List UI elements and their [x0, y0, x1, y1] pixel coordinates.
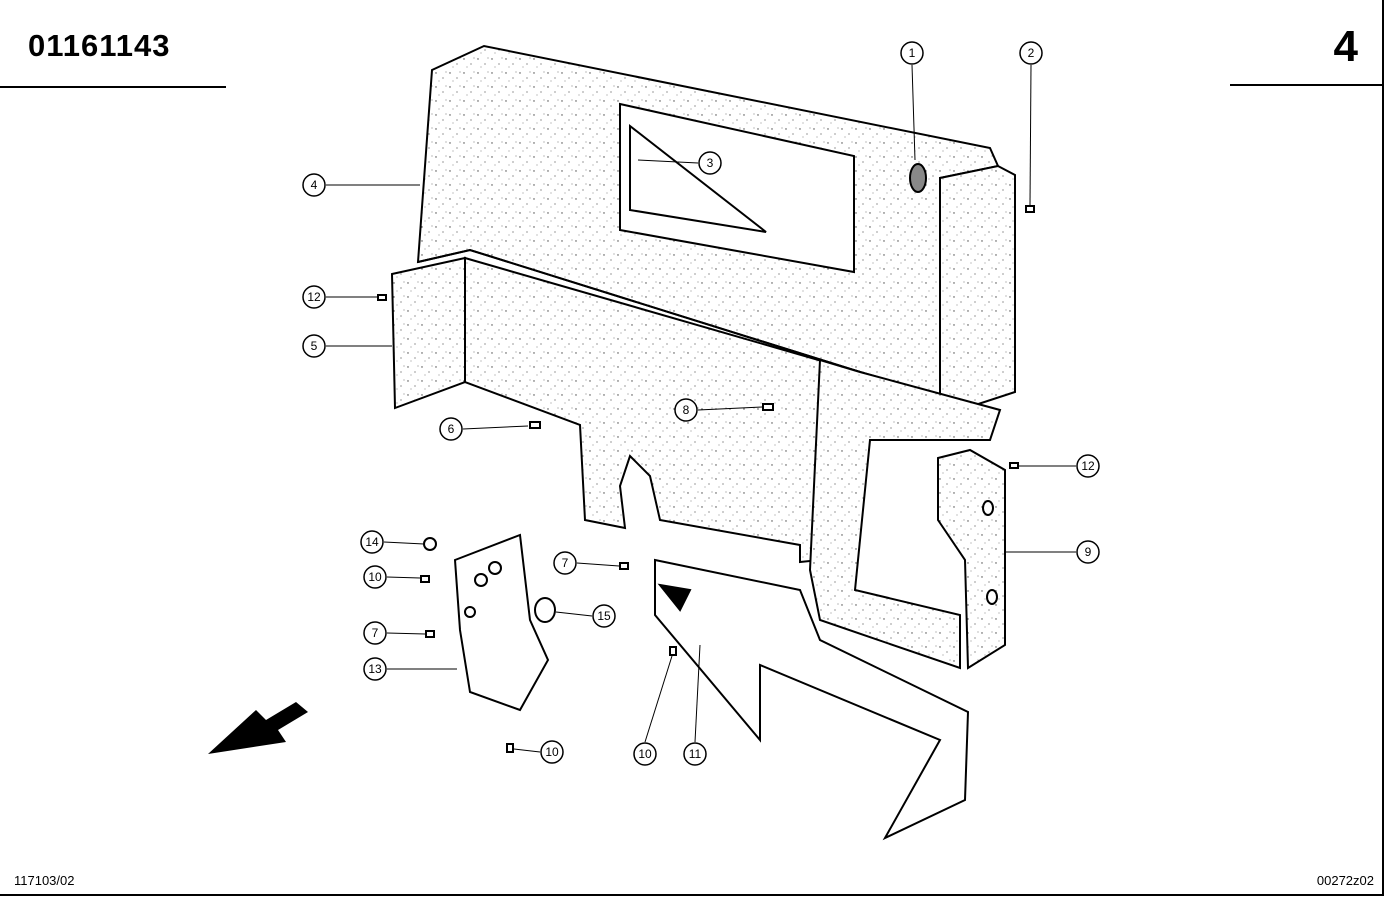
svg-text:12: 12	[307, 290, 321, 304]
callout-8: 8	[674, 398, 698, 422]
rear-upper-panel	[416, 44, 1016, 412]
callout-15: 15	[592, 604, 616, 628]
callout-10a: 10	[363, 565, 387, 589]
callout-11: 11	[683, 742, 707, 766]
leader-lines	[326, 64, 1076, 753]
footer-left-code: 117103/02	[14, 873, 75, 888]
screw-2	[1025, 205, 1035, 213]
callout-2: 2	[1019, 41, 1043, 65]
svg-text:11: 11	[689, 747, 702, 761]
svg-text:13: 13	[368, 662, 382, 676]
svg-text:4: 4	[311, 178, 318, 192]
part-number-title: 01161143	[28, 28, 171, 63]
svg-text:7: 7	[562, 556, 569, 570]
callout-12b: 12	[1076, 454, 1100, 478]
svg-text:9: 9	[1085, 545, 1092, 559]
svg-text:12: 12	[1081, 459, 1095, 473]
screw-10c	[669, 646, 677, 656]
callout-5: 5	[302, 334, 326, 358]
small-mounting-bracket	[453, 533, 550, 712]
rubber-bumper	[534, 597, 556, 623]
callout-7b: 7	[553, 551, 577, 575]
screw-6	[529, 421, 541, 429]
callout-7a: 7	[363, 621, 387, 645]
svg-text:8: 8	[683, 403, 690, 417]
front-direction-arrow	[208, 702, 308, 754]
title-rule-left	[0, 86, 226, 88]
screw-10b	[506, 743, 514, 753]
floor-bracket	[654, 558, 970, 841]
callout-9: 9	[1076, 540, 1100, 564]
side-panel	[937, 448, 1006, 670]
svg-text:5: 5	[311, 339, 318, 353]
screw-12a	[377, 294, 387, 301]
callout-12a: 12	[302, 285, 326, 309]
title-rule-right	[1230, 84, 1384, 86]
screw-12b	[1009, 462, 1019, 469]
svg-text:10: 10	[545, 745, 559, 759]
callout-4: 4	[302, 173, 326, 197]
svg-text:15: 15	[597, 609, 611, 623]
callout-10c: 10	[633, 742, 657, 766]
cover-cap	[909, 163, 927, 193]
svg-text:2: 2	[1028, 46, 1035, 60]
svg-text:14: 14	[365, 535, 379, 549]
screw-7b	[619, 562, 629, 570]
callout-14: 14	[360, 530, 384, 554]
callout-1: 1	[900, 41, 924, 65]
callout-6: 6	[439, 417, 463, 441]
callout-3: 3	[698, 151, 722, 175]
svg-text:6: 6	[448, 422, 455, 436]
svg-text:10: 10	[368, 570, 382, 584]
lower-rear-panel	[390, 256, 1002, 670]
svg-text:10: 10	[638, 747, 652, 761]
screw-10a	[420, 575, 430, 583]
callout-10b: 10	[540, 740, 564, 764]
grommet	[423, 537, 437, 551]
screw-8	[762, 403, 774, 411]
footer-right-code: 00272z02	[1316, 873, 1374, 888]
page-number: 4	[1333, 22, 1358, 71]
callout-13: 13	[363, 657, 387, 681]
svg-text:1: 1	[909, 46, 916, 60]
svg-text:3: 3	[707, 156, 714, 170]
svg-text:7: 7	[372, 626, 379, 640]
screw-7a	[425, 630, 435, 638]
